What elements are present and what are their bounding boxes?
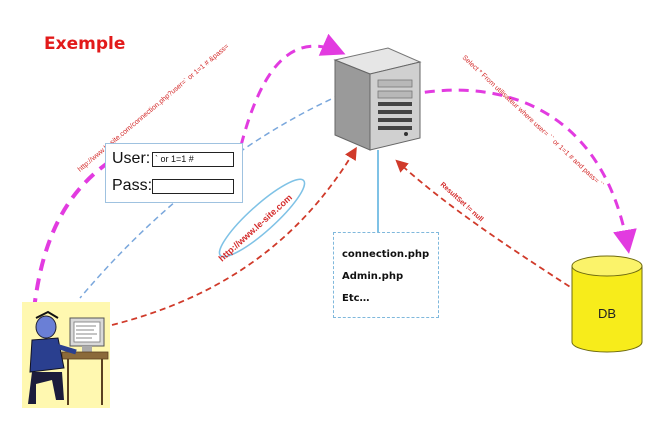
- attack-request-arrow: [30, 158, 114, 331]
- pass-field[interactable]: [152, 178, 234, 194]
- file-item: connection.php: [342, 249, 430, 260]
- user-computer-icon: [22, 302, 110, 408]
- resultset-arrow: [395, 159, 579, 293]
- page-title: Exemple: [44, 34, 126, 54]
- server-files-list: connection.php Admin.php Etc…: [333, 232, 439, 318]
- file-item: Etc…: [342, 293, 370, 304]
- server-icon: [333, 47, 422, 151]
- sql-query-arrow: [407, 88, 637, 254]
- login-form: User: ` or 1=1 # Pass:: [105, 143, 243, 203]
- user-field[interactable]: ` or 1=1 #: [152, 151, 234, 167]
- site-url-label: http://www.le-site.com: [217, 192, 294, 263]
- url-highlight-ellipse: [218, 178, 306, 258]
- resultset-label: ResultSet != null: [439, 181, 485, 223]
- db-label: DB: [598, 306, 616, 321]
- attack-request-arrow-2: [235, 33, 346, 163]
- pass-row: Pass:: [112, 176, 234, 196]
- user-row: User: ` or 1=1 #: [112, 149, 234, 169]
- http-request-arrow: [111, 146, 357, 326]
- sql-query-label: Select * From utilisateur where user= ``…: [461, 54, 605, 189]
- file-item: Admin.php: [342, 271, 404, 282]
- user-label: User:: [112, 150, 151, 167]
- server-response-arrow: [79, 94, 341, 299]
- database-icon: [571, 255, 643, 353]
- pass-label: Pass:: [112, 177, 153, 194]
